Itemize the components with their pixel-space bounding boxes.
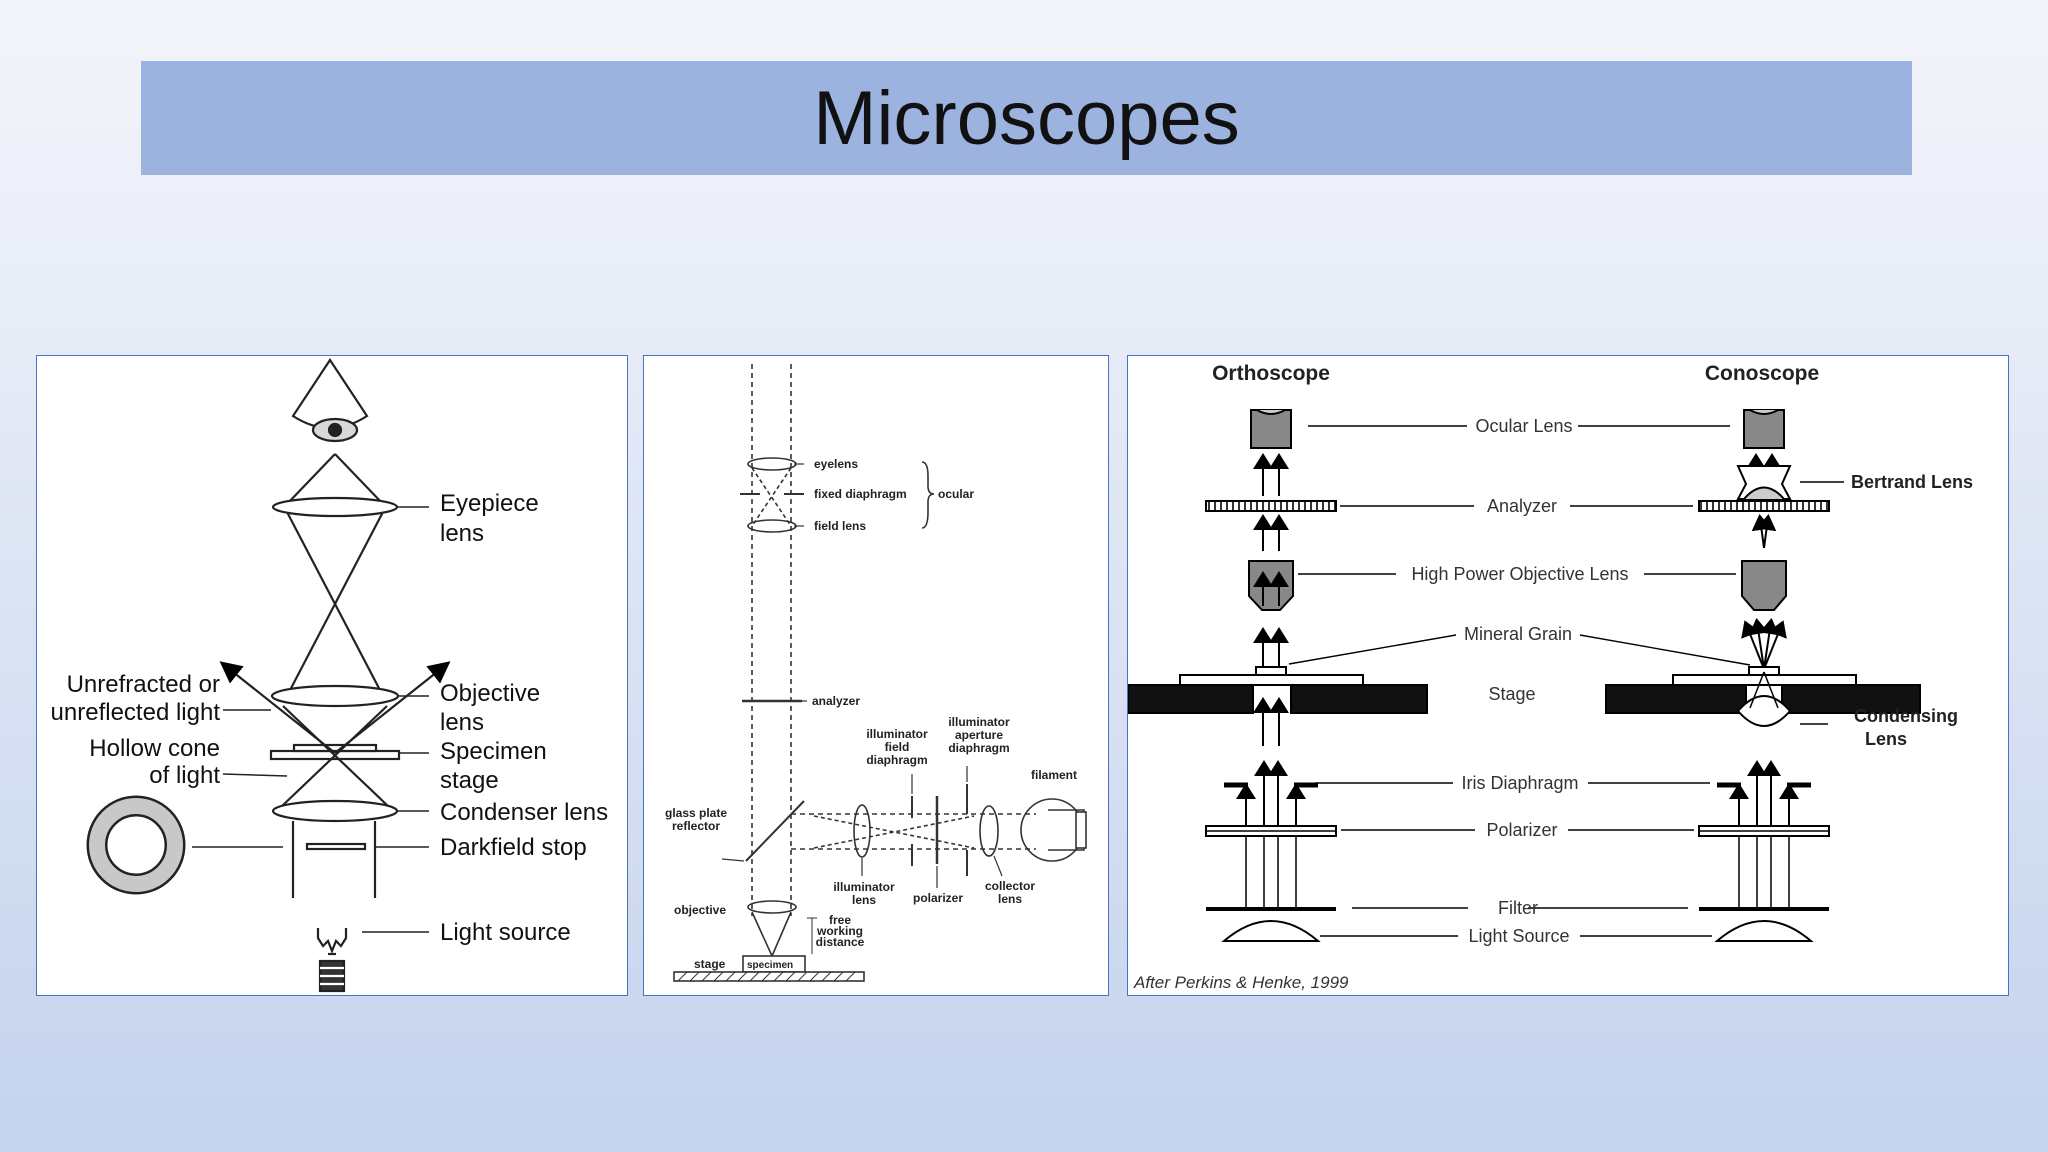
darkfield-label: Darkfield stop <box>440 834 587 861</box>
brightfield-diagram-panel: Eyepiece lens Unrefracted or unreflected… <box>36 355 628 996</box>
conoscope-header: Conoscope <box>1705 362 1819 385</box>
title-bar: Microscopes <box>141 61 1912 175</box>
illuminator-field-label: illuminator <box>866 727 928 741</box>
objective-label: Objective <box>440 680 540 707</box>
polarizer-label: polarizer <box>913 891 963 905</box>
collector-lens-label: collector <box>985 879 1035 893</box>
reflected-light-diagram: eyelens fixed diaphragm field lens ocula… <box>665 364 1087 982</box>
light-source-label: Light source <box>440 919 571 946</box>
glass-plate-reflector <box>745 800 805 862</box>
credit-caption: After Perkins & Henke, 1999 <box>1133 973 1349 992</box>
specimen-label: Specimen <box>440 738 547 765</box>
condenser-lens <box>271 799 399 823</box>
orthoscope-conoscope-panel: Orthoscope Conoscope <box>1127 355 2009 996</box>
condensing-lens-label-2: Lens <box>1865 729 1907 749</box>
light-bulb-icon <box>316 928 348 993</box>
hollow-cone-label-2: of light <box>149 762 220 789</box>
stage-label: Stage <box>1488 684 1535 704</box>
eyelens-label: eyelens <box>814 457 858 471</box>
hollow-cone-label: Hollow cone <box>89 735 220 762</box>
filament-label: filament <box>1031 768 1077 782</box>
conoscope-column <box>1605 409 1921 942</box>
illuminator-aperture-label-2: aperture <box>955 728 1003 742</box>
bertrand-lens-label: Bertrand Lens <box>1851 472 1973 492</box>
reflected-light-diagram-panel: eyelens fixed diaphragm field lens ocula… <box>643 355 1109 996</box>
specimen-label: specimen <box>747 960 793 971</box>
stage <box>673 971 865 982</box>
eyepiece-lens <box>271 496 399 518</box>
mineral-grain-label: Mineral Grain <box>1464 624 1572 644</box>
field-lens-label: field lens <box>814 519 866 533</box>
objective-label: objective <box>674 903 726 917</box>
condenser-label: Condenser lens <box>440 799 608 826</box>
polarizer-label: Polarizer <box>1486 820 1557 840</box>
collector-lens <box>979 805 999 857</box>
illuminator-aperture-label: illuminator <box>948 715 1010 729</box>
objective-label-2: lens <box>440 709 484 736</box>
analyzer-label: analyzer <box>812 694 860 708</box>
eyepiece-label: Eyepiece <box>440 490 539 517</box>
ocular-label: ocular <box>938 487 974 501</box>
orthoscope-conoscope-diagram: Orthoscope Conoscope <box>1128 362 1973 992</box>
orthoscope-header: Orthoscope <box>1212 362 1330 385</box>
filter-label: Filter <box>1498 898 1538 918</box>
field-lens <box>747 519 797 533</box>
ocular-lens-label: Ocular Lens <box>1475 416 1572 436</box>
objective-lens <box>747 900 797 914</box>
glass-plate-label: glass plate <box>665 806 727 820</box>
fixed-diaphragm-label: fixed diaphragm <box>814 487 907 501</box>
darkfield-stop <box>305 842 367 851</box>
darkfield-ring-icon <box>86 795 186 895</box>
condensing-lens-label: Condensing <box>1854 706 1958 726</box>
illuminator-lens-label-2: lens <box>852 893 876 907</box>
illuminator-lens-label: illuminator <box>833 880 895 894</box>
illuminator-field-label-3: diaphragm <box>866 753 927 767</box>
free-working-label-2: working <box>816 924 863 938</box>
collector-lens-label-2: lens <box>998 892 1022 906</box>
eyepiece-label-2: lens <box>440 520 484 547</box>
stage-label: stage <box>694 957 726 971</box>
illuminator-lens <box>853 804 871 858</box>
eyelens <box>747 457 797 471</box>
illuminator-aperture-label-3: diaphragm <box>948 741 1009 755</box>
objective-lens-label: High Power Objective Lens <box>1411 564 1628 584</box>
specimen-label-2: stage <box>440 767 499 794</box>
iris-diaphragm-label: Iris Diaphragm <box>1461 773 1578 793</box>
objective-lens <box>270 684 400 708</box>
filament-icon <box>1020 798 1087 862</box>
slide-title: Microscopes <box>813 75 1240 161</box>
free-working-label: free <box>829 913 851 927</box>
orthoscope-column <box>1128 409 1428 942</box>
illuminator-field-label-2: field <box>885 740 910 754</box>
unrefracted-label: Unrefracted or <box>67 671 220 698</box>
eye-icon <box>291 358 369 443</box>
brightfield-diagram: Eyepiece lens Unrefracted or unreflected… <box>51 358 608 993</box>
analyzer-label: Analyzer <box>1487 496 1557 516</box>
unrefracted-label-2: unreflected light <box>51 699 221 726</box>
light-source-label: Light Source <box>1468 926 1569 946</box>
free-working-label-3: distance <box>816 935 865 949</box>
glass-plate-label-2: reflector <box>672 819 720 833</box>
